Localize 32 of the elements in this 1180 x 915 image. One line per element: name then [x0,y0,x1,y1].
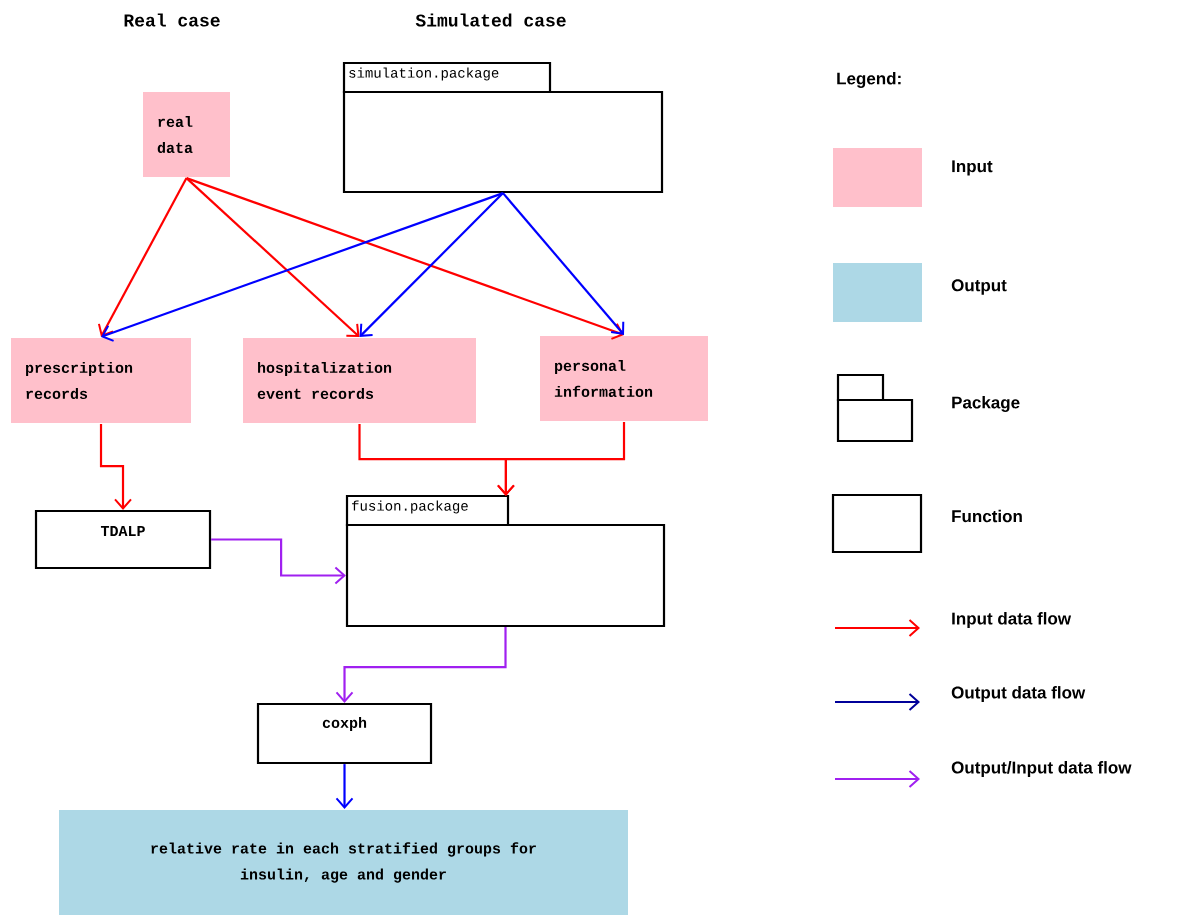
arrow [496,422,626,496]
arrow [101,192,504,342]
arrow [185,177,360,337]
legend-label: Function [952,509,1022,523]
legend-label: Output/Input data flow [951,761,1132,777]
legend-title: Legend: [837,72,901,88]
package-box: fusion.package [345,494,666,628]
output-box: relative rate in each stratified groups for insulin, age and gender [59,810,628,915]
package-box: simulation.package [342,61,664,194]
node-label: fusion.package [352,500,468,514]
function-box: TDALP [34,509,212,570]
heading: Real case [124,13,220,27]
arrow [99,424,132,510]
legend-label: Input [952,160,993,176]
function-box: coxph [256,702,433,765]
input-box: real data [143,92,230,177]
arrow [502,192,625,335]
arrow [97,177,188,337]
arrow [335,764,354,809]
input-box: personal information [540,336,708,421]
arrow [335,627,507,703]
arrow [359,192,504,337]
legend-label: Output data flow [951,686,1086,702]
arrow [211,538,346,585]
legend-label: Package [952,396,1020,412]
heading: Simulated case [415,13,566,27]
legend-label: Input data flow [952,612,1072,628]
node-label: simulation.package [349,67,499,81]
arrow [186,177,624,340]
input-box: hospitalization event records [243,338,476,423]
input-box: prescription records [11,338,191,423]
legend-label: Output [951,279,1007,295]
